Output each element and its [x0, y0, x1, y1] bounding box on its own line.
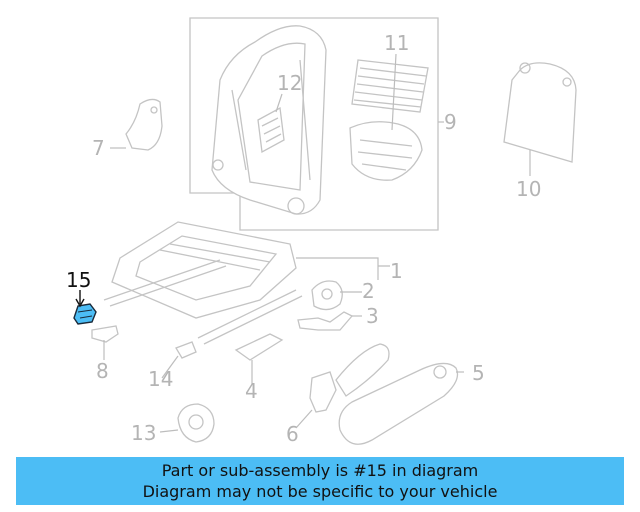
small-clip-part: [91, 325, 119, 343]
back-board-part: [503, 62, 577, 163]
side-shield-part: [335, 343, 459, 445]
lower-bracket-part: [309, 371, 337, 413]
parts-diagram: 1 2 3 4 5 6 7 8 9 10 11 12 13 14 15: [66, 17, 577, 446]
callout-10: 10: [516, 177, 541, 201]
callout-9: 9: [444, 110, 457, 134]
callout-13: 13: [131, 421, 156, 445]
callout-15: 15: [66, 268, 91, 292]
leader-lines: [75, 53, 531, 433]
seat-cushion-frame-part: [103, 221, 303, 345]
seat-back-group-frame: [189, 17, 439, 231]
callout-6: 6: [286, 422, 299, 446]
callout-5: 5: [472, 361, 485, 385]
cover-part: [234, 333, 284, 361]
recliner-motor-part: [311, 280, 343, 311]
banner-line-1: Part or sub-assembly is #15 in diagram: [161, 461, 479, 480]
callout-14: 14: [148, 367, 173, 391]
callout-12: 12: [277, 71, 302, 95]
callout-2: 2: [362, 279, 375, 303]
callout-7: 7: [92, 136, 105, 160]
adjuster-motor-part: [177, 403, 215, 443]
callout-1: 1: [390, 259, 403, 283]
callout-11: 11: [384, 31, 409, 55]
callout-8: 8: [96, 359, 109, 383]
clip-part-highlighted: [73, 303, 97, 325]
lumbar-unit-part: [257, 106, 285, 154]
link-bracket-part: [297, 311, 354, 331]
callout-4: 4: [245, 379, 258, 403]
info-banner: Part or sub-assembly is #15 in diagram D…: [16, 457, 624, 505]
side-bracket-part: [125, 98, 163, 151]
connector-part: [175, 341, 197, 359]
banner-line-2: Diagram may not be specific to your vehi…: [142, 482, 498, 501]
spring-mat-part: [349, 59, 429, 181]
callout-3: 3: [366, 304, 379, 328]
